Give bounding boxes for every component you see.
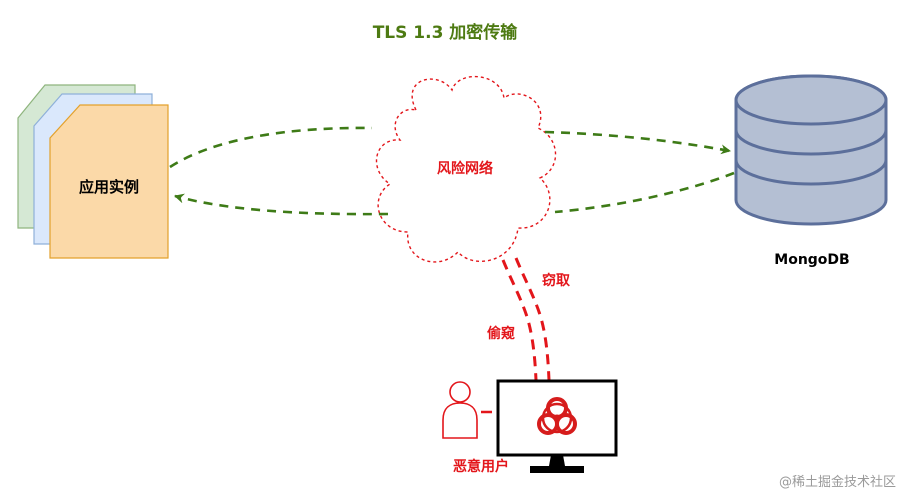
attacker-user-icon [442, 381, 492, 439]
db-ring-1 [734, 129, 888, 156]
diagram-title: TLS 1.3 加密传输 [373, 22, 519, 43]
monitor-base [530, 466, 584, 473]
user-head [449, 381, 471, 403]
attack-line-left [501, 259, 538, 381]
db-top-ellipse [734, 74, 888, 126]
arrow-db-to-network [554, 171, 735, 214]
app-instance-node: 应用实例 [17, 84, 169, 259]
db-ring-2 [734, 159, 888, 186]
biohazard-icon [537, 397, 577, 435]
user-body [442, 402, 478, 439]
monitor-stand [549, 455, 565, 466]
mongodb-label: MongoDB [774, 252, 849, 268]
database-icon [734, 74, 888, 226]
encrypted-transport-arrows [169, 126, 735, 216]
arrow-network-to-app [174, 193, 389, 216]
attacker-monitor-icon [496, 379, 618, 473]
arrow-network-to-db [544, 130, 731, 155]
attack-line-right [514, 257, 551, 381]
risk-network-label: 风险网络 [437, 160, 493, 177]
risk-network-cloud: 风险网络 [375, 75, 557, 263]
watermark: @稀土掘金技术社区 [779, 474, 896, 490]
attacker-label: 恶意用户 [453, 458, 509, 475]
cloud-outline [375, 75, 557, 263]
mongodb-node: MongoDB [734, 74, 888, 268]
attack-path [501, 257, 551, 381]
doc-front-shape [49, 104, 169, 259]
peek-label: 偷窥 [487, 325, 515, 342]
steal-label: 窃取 [542, 272, 571, 289]
arrow-app-to-network [169, 126, 373, 169]
app-instance-label: 应用实例 [79, 178, 139, 196]
